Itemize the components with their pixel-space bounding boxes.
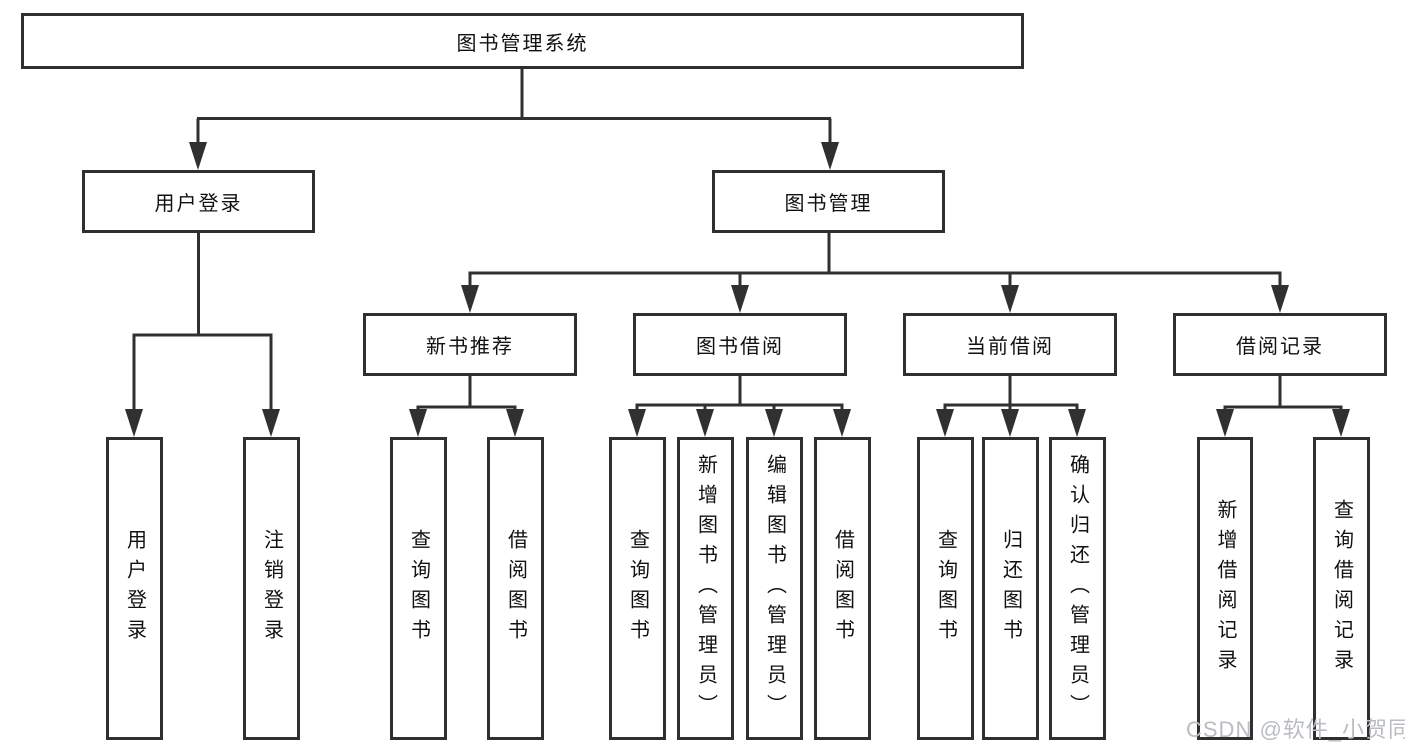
node-label: 查询图书: [934, 528, 957, 649]
connector-borrowrecords-to-leaves: [1223, 376, 1343, 411]
connector-newbook-to-leaves: [416, 376, 517, 411]
node-label: 新增图书（管理员）: [694, 453, 717, 724]
node-book-management: 图书管理: [712, 170, 945, 233]
node-label: 查询图书: [407, 528, 430, 649]
arrowhead-down-icon: [1216, 409, 1234, 437]
connector-userlogin-to-leaves: [132, 233, 273, 411]
arrowhead-down-icon: [409, 409, 427, 437]
arrowhead-down-icon: [1332, 409, 1350, 437]
node-label: 查询借阅记录: [1330, 498, 1353, 679]
arrowhead-down-icon: [461, 285, 479, 313]
node-root-library-system: 图书管理系统: [21, 13, 1024, 69]
node-label: 图书管理系统: [456, 32, 589, 55]
csdn-watermark: CSDN @软件_小贺同学: [1186, 717, 1405, 742]
arrowhead-down-icon: [833, 409, 851, 437]
arrowhead-down-icon: [821, 142, 839, 170]
node-label: 新书推荐: [426, 336, 514, 358]
connector-root-to-level2: [196, 69, 832, 144]
node-borrow-records: 借阅记录: [1173, 313, 1387, 376]
leaf-query-books-borrow: 查询图书: [609, 437, 666, 740]
arrowhead-down-icon: [1001, 409, 1019, 437]
node-label: 确认归还（管理员）: [1066, 453, 1089, 724]
leaf-return-book: 归还图书: [982, 437, 1039, 740]
arrowhead-down-icon: [696, 409, 714, 437]
arrowhead-down-icon: [1068, 409, 1086, 437]
leaf-query-books-recommend: 查询图书: [390, 437, 447, 740]
node-label: 用户登录: [123, 528, 146, 649]
leaf-add-book-admin: 新增图书（管理员）: [677, 437, 734, 740]
leaf-confirm-return-admin: 确认归还（管理员）: [1049, 437, 1106, 740]
arrowhead-down-icon: [1001, 285, 1019, 313]
arrowhead-down-icon: [731, 285, 749, 313]
node-label: 借阅图书: [504, 528, 527, 649]
node-book-borrow: 图书借阅: [633, 313, 847, 376]
node-label: 当前借阅: [966, 336, 1054, 358]
node-label: 归还图书: [999, 528, 1022, 649]
node-current-borrow: 当前借阅: [903, 313, 1117, 376]
leaf-edit-book-admin: 编辑图书（管理员）: [746, 437, 803, 740]
leaf-query-borrow-record: 查询借阅记录: [1313, 437, 1370, 740]
node-label: 编辑图书（管理员）: [763, 453, 786, 724]
node-label: 新增借阅记录: [1214, 498, 1236, 679]
arrowhead-down-icon: [628, 409, 646, 437]
node-new-book-recommend: 新书推荐: [363, 313, 577, 376]
node-label: 借阅图书: [831, 528, 854, 649]
arrowheads: [125, 142, 1350, 437]
arrowhead-down-icon: [765, 409, 783, 437]
arrowhead-down-icon: [189, 142, 207, 170]
arrowhead-down-icon: [936, 409, 954, 437]
node-label: 注销登录: [260, 528, 283, 649]
leaf-logout-login: 注销登录: [243, 437, 300, 740]
leaf-add-borrow-record: 新增借阅记录: [1197, 437, 1253, 740]
arrowhead-down-icon: [125, 409, 143, 437]
arrowhead-down-icon: [1271, 285, 1289, 313]
node-label: 图书管理: [784, 193, 873, 215]
leaf-user-login: 用户登录: [106, 437, 163, 740]
connector-bookmgmt-to-level3: [468, 233, 1282, 287]
node-label: 图书借阅: [696, 336, 784, 358]
node-label: 查询图书: [626, 528, 649, 649]
leaf-query-books-current: 查询图书: [917, 437, 974, 740]
node-user-login: 用户登录: [82, 170, 315, 233]
arrowhead-down-icon: [262, 409, 280, 437]
connector-currentborrow-to-leaves: [943, 376, 1079, 411]
leaf-borrow-books-recommend: 借阅图书: [487, 437, 544, 740]
node-label: 用户登录: [154, 193, 243, 215]
connector-bookborrow-to-leaves: [635, 376, 844, 411]
node-label: 借阅记录: [1236, 336, 1324, 358]
leaf-borrow-books: 借阅图书: [814, 437, 871, 740]
arrowhead-down-icon: [506, 409, 524, 437]
